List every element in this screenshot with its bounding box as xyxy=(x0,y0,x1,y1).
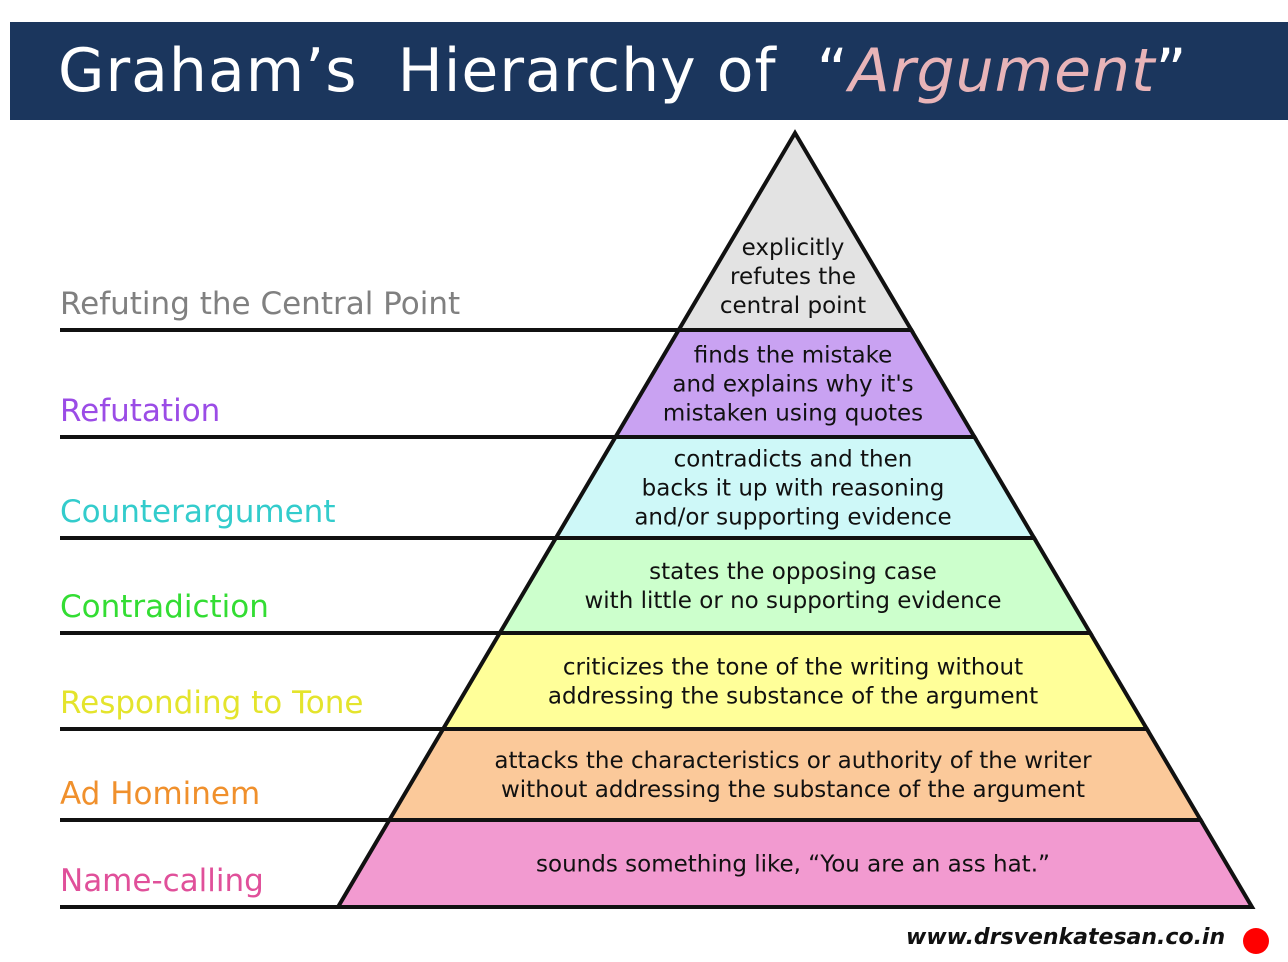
level-description-line: sounds something like, “You are an ass h… xyxy=(536,852,1050,878)
level-label: Name-calling xyxy=(60,863,264,899)
level-description-line: with little or no supporting evidence xyxy=(584,588,1001,614)
level-description-line: without addressing the substance of the … xyxy=(501,777,1085,803)
title-highlight: Argument xyxy=(848,36,1156,106)
level-label: Contradiction xyxy=(60,589,269,625)
level-description-line: and/or supporting evidence xyxy=(634,505,951,531)
title-banner xyxy=(10,22,1288,120)
level-description-line: mistaken using quotes xyxy=(663,401,923,427)
level-description-line: backs it up with reasoning xyxy=(642,476,945,502)
pyramid-level-3 xyxy=(496,536,1094,635)
level-label: Ad Hominem xyxy=(60,776,260,812)
level-label: Responding to Tone xyxy=(60,685,363,721)
level-label: Refutation xyxy=(60,393,220,429)
level-description-line: central point xyxy=(720,293,866,319)
level-description-line: explicitly xyxy=(742,235,845,261)
pyramid-level-5 xyxy=(385,727,1205,822)
level-description-line: and explains why it's xyxy=(672,372,913,398)
red-dot-icon xyxy=(1243,928,1269,954)
title-quote: ” xyxy=(1155,36,1188,106)
level-description-line: states the opposing case xyxy=(649,559,937,585)
level-description-line: addressing the substance of the argument xyxy=(548,684,1038,710)
level-label: Counterargument xyxy=(60,494,335,530)
website-link: www.drsvenkatesan.co.in xyxy=(906,925,1226,950)
level-description-line: finds the mistake xyxy=(694,343,893,369)
pyramid-level-4 xyxy=(439,631,1151,731)
title-text: Graham’s Hierarchy of “ xyxy=(58,36,849,106)
level-label: Refuting the Central Point xyxy=(60,286,460,322)
pyramid-level-6 xyxy=(334,818,1256,909)
level-description-line: criticizes the tone of the writing witho… xyxy=(563,655,1023,681)
level-description-line: refutes the xyxy=(730,264,856,290)
level-description-line: contradicts and then xyxy=(674,447,913,473)
level-description-line: attacks the characteristics or authority… xyxy=(494,748,1092,774)
page-title: Graham’s Hierarchy of “Argument” xyxy=(58,36,1188,106)
